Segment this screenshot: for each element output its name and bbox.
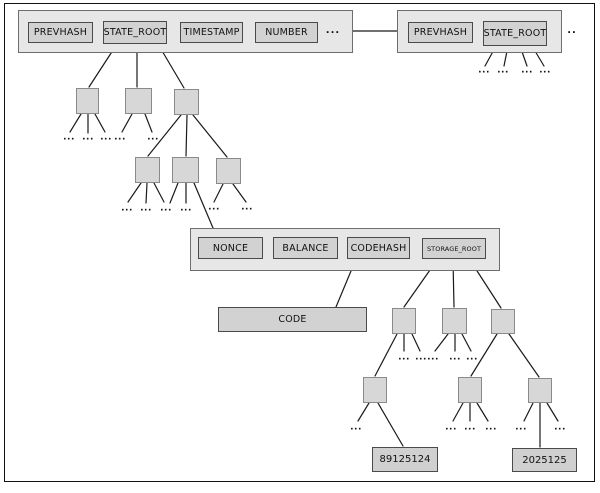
ellipsis: ...	[515, 422, 527, 433]
ellipsis: ...	[497, 65, 509, 76]
ellipsis: ...	[241, 202, 253, 213]
field-state-root-right: STATE_ROOT	[483, 21, 547, 46]
merkle-node	[442, 308, 467, 334]
field-storage-root: STORAGE_ROOT	[422, 238, 486, 259]
merkle-node	[363, 377, 387, 403]
merkle-node	[491, 309, 515, 334]
header-right-more-indicator: ..	[567, 25, 577, 36]
field-prevhash-right: PREVHASH	[408, 22, 473, 43]
ellipsis: ...	[521, 65, 533, 76]
merkle-node	[392, 308, 416, 334]
ellipsis: ...	[114, 132, 126, 143]
ellipsis: ...	[160, 203, 172, 214]
ellipsis: ...	[398, 352, 410, 363]
merkle-node	[76, 88, 99, 114]
field-balance: BALANCE	[273, 237, 338, 259]
field-codehash: CODEHASH	[347, 237, 410, 259]
storage-value-leaf: 89125124	[372, 447, 438, 472]
ellipsis: ...	[554, 422, 566, 433]
ellipsis: ...	[63, 132, 75, 143]
ellipsis: ...	[445, 422, 457, 433]
ellipsis: ...	[100, 132, 112, 143]
ellipsis: ...	[415, 352, 427, 363]
ellipsis: ...	[147, 132, 159, 143]
diagram-border	[4, 3, 595, 482]
ellipsis: ...	[121, 203, 133, 214]
field-number: NUMBER	[255, 22, 318, 43]
merkle-node	[172, 157, 199, 183]
merkle-node	[458, 377, 482, 403]
ellipsis: ...	[427, 352, 439, 363]
ellipsis: ...	[539, 65, 551, 76]
merkle-node	[528, 378, 552, 403]
ellipsis: ...	[208, 202, 220, 213]
code-box: CODE	[218, 307, 367, 332]
merkle-node	[135, 157, 160, 183]
ellipsis: ...	[485, 422, 497, 433]
ellipsis: ...	[350, 422, 362, 433]
ellipsis: ...	[449, 352, 461, 363]
field-state-root-left: STATE_ROOT	[103, 21, 167, 44]
ellipsis: ...	[180, 203, 192, 214]
merkle-node	[125, 88, 152, 114]
storage-value-leaf: 2025125	[512, 448, 577, 472]
field-prevhash-left: PREVHASH	[28, 22, 93, 43]
ellipsis: ...	[478, 65, 490, 76]
ellipsis: ...	[82, 132, 94, 143]
merkle-node	[174, 89, 199, 115]
ellipsis: ...	[140, 203, 152, 214]
field-timestamp: TIMESTAMP	[180, 22, 243, 43]
header-left-more-indicator: ...	[325, 25, 341, 36]
merkle-node	[216, 158, 241, 184]
ellipsis: ...	[464, 422, 476, 433]
ellipsis: ...	[466, 352, 478, 363]
field-nonce: NONCE	[198, 237, 263, 259]
